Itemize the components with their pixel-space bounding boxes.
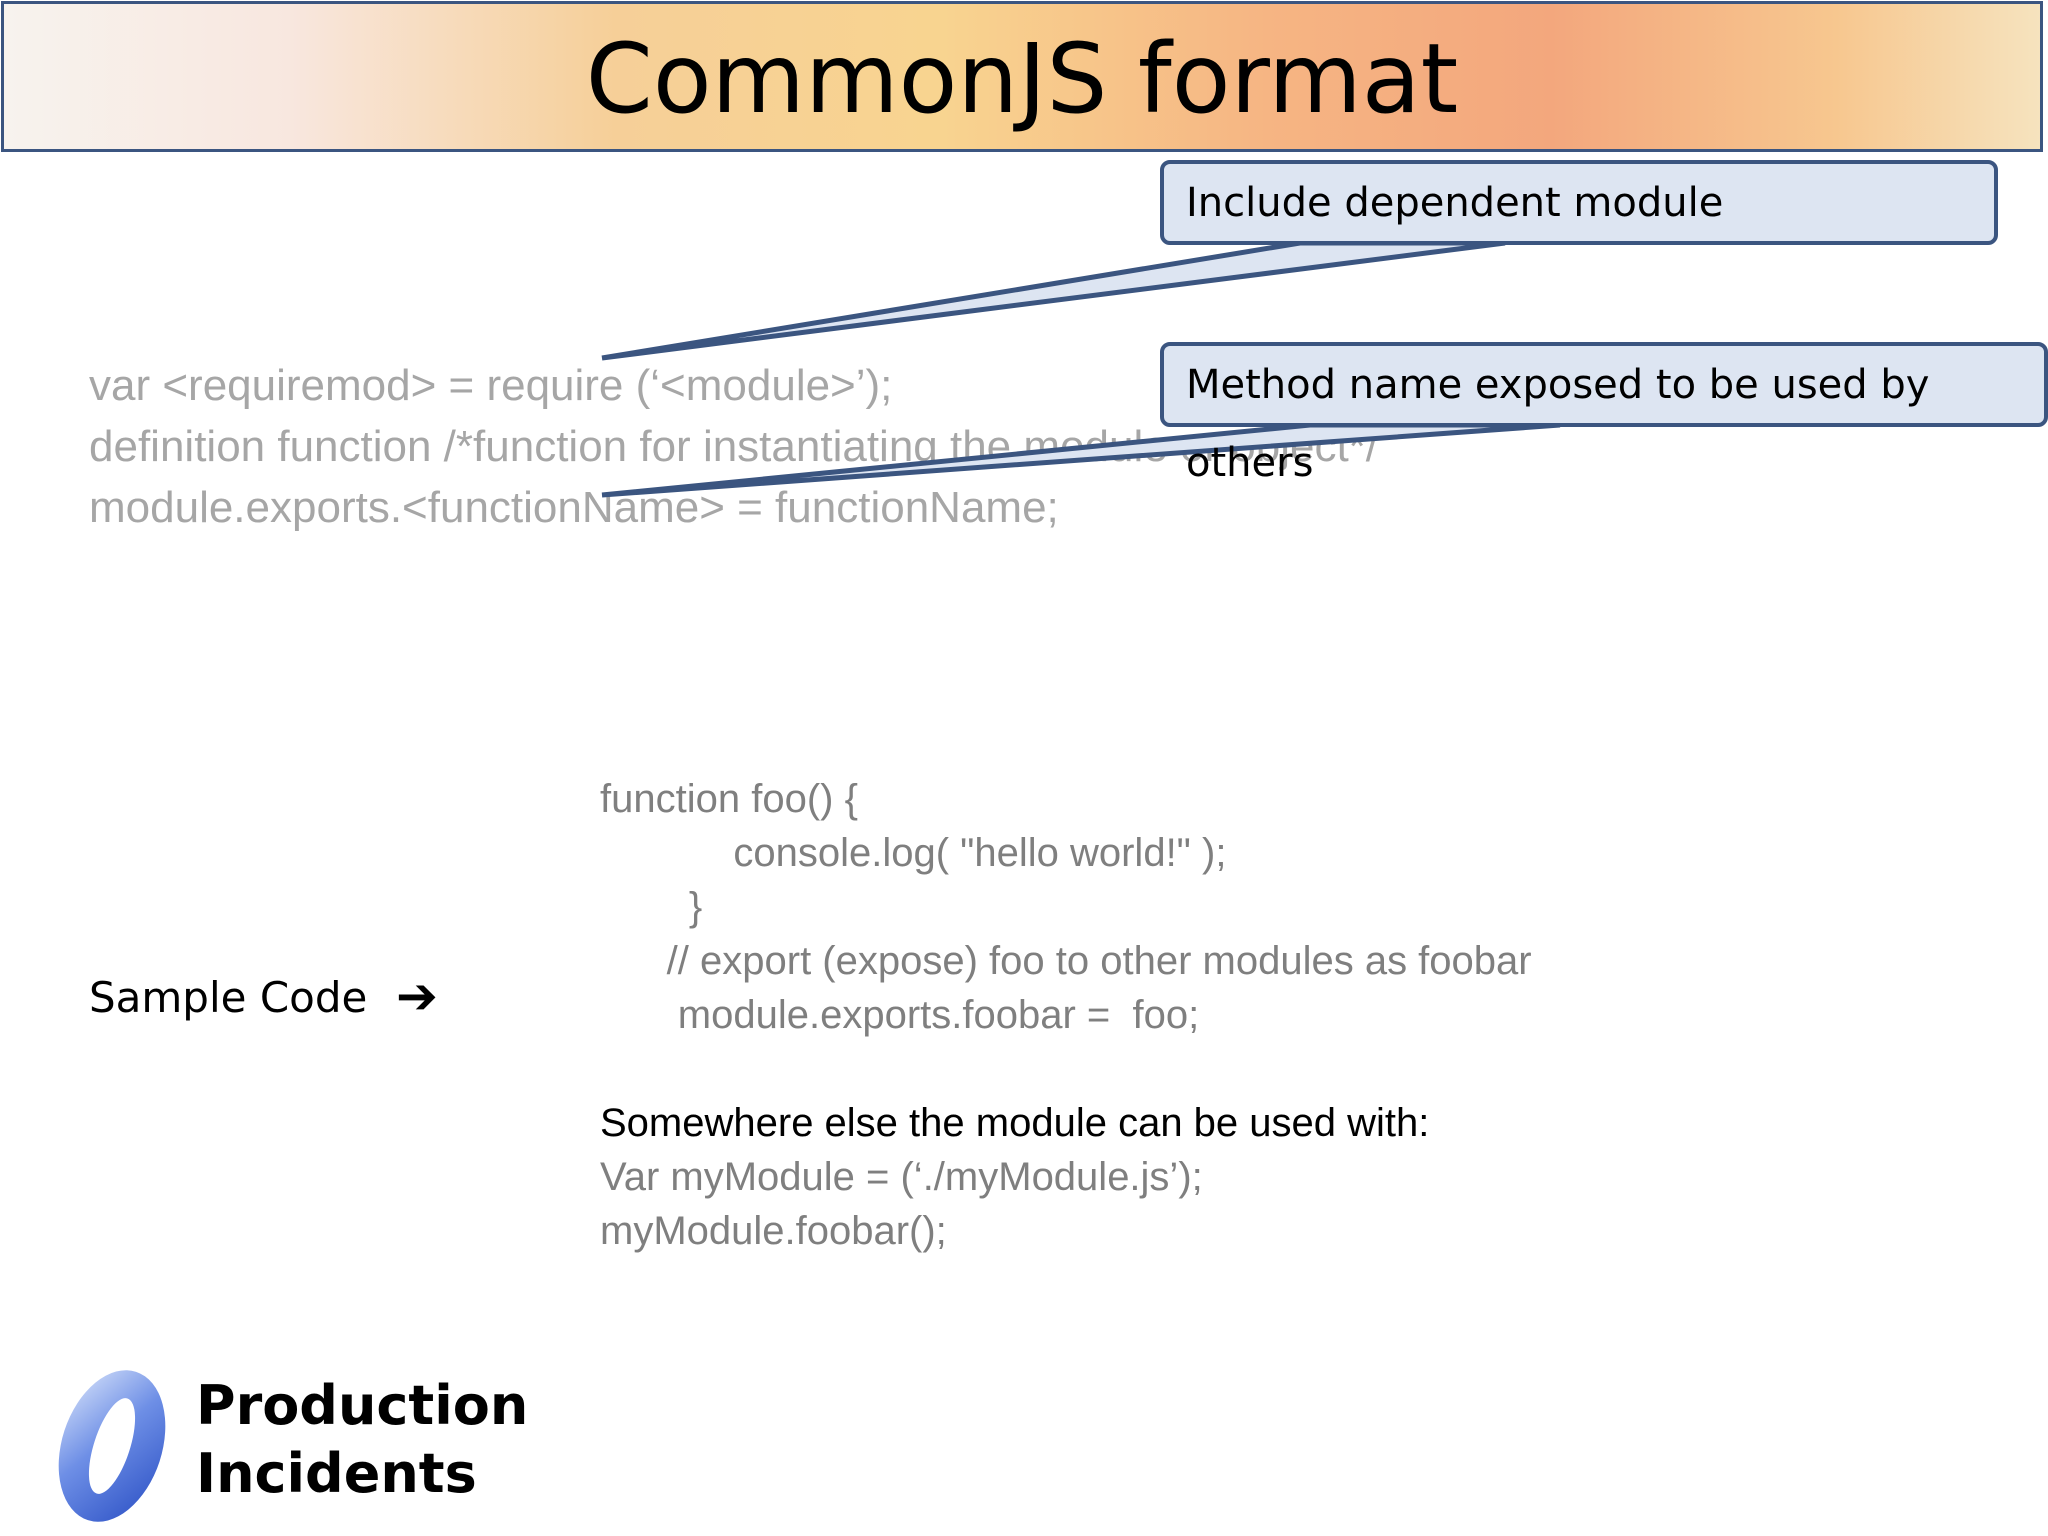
usage-line: Var myModule = (‘./myModule.js’);	[600, 1155, 1203, 1199]
syntax-line: var <requiremod> = require (‘<module>’);	[89, 361, 893, 410]
callout-include-module: Include dependent module	[1160, 160, 1998, 245]
callout-include-text: Include dependent module	[1186, 180, 1724, 226]
logo-line-2: Incidents	[196, 1442, 477, 1505]
callout-method-text: Method name exposed to be used by others	[1186, 362, 1930, 486]
code-line: // export (expose) foo to other modules …	[600, 939, 1532, 983]
logo-text: Production Incidents	[196, 1372, 528, 1508]
syntax-line: module.exports.<functionName> = function…	[89, 483, 1059, 532]
callout-method-name: Method name exposed to be used by others	[1160, 342, 2048, 486]
code-line: module.exports.foobar = foo;	[600, 993, 1200, 1037]
sample-code-label: Sample Code	[89, 973, 368, 1022]
code-line: function foo() {	[600, 777, 858, 821]
usage-line: myModule.foobar();	[600, 1209, 947, 1253]
slide-title: CommonJS format	[585, 23, 1459, 135]
sample-code-block: function foo() { console.log( "hello wor…	[600, 772, 1532, 1258]
callout-pointer-method	[601, 422, 1561, 498]
ring-logo-icon	[58, 1370, 166, 1522]
code-line: }	[600, 885, 703, 929]
callout-pointer-include	[601, 240, 1506, 361]
code-line: console.log( "hello world!" );	[600, 831, 1227, 875]
logo-line-1: Production	[196, 1374, 529, 1437]
usage-intro: Somewhere else the module can be used wi…	[600, 1101, 1430, 1145]
right-arrow-icon: ➔	[396, 967, 438, 1025]
title-bar: CommonJS format	[1, 1, 2043, 152]
